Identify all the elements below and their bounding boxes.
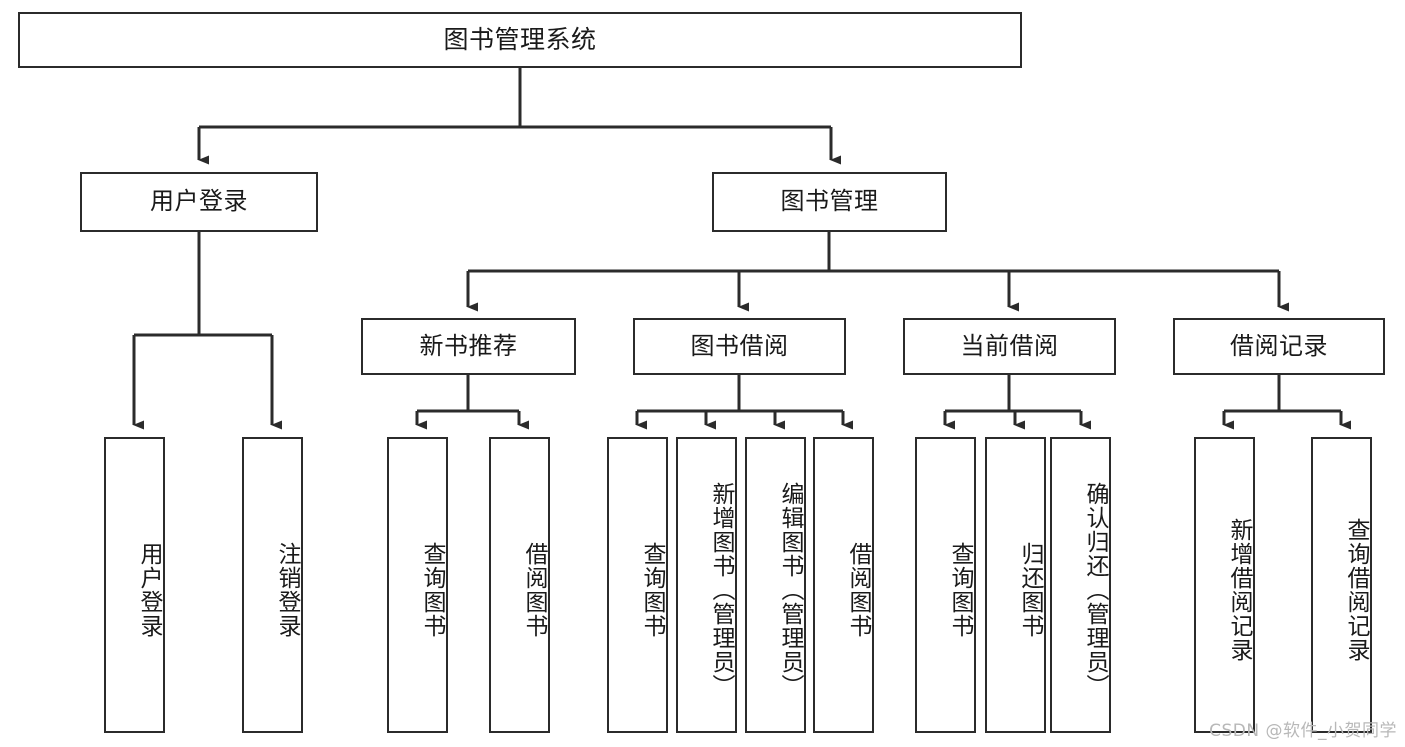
node-label: 归还图书	[1017, 542, 1043, 638]
node-label: 新增图书（管理员）	[708, 482, 734, 698]
node-label: 新增借阅记录	[1226, 518, 1252, 662]
leaf-query-book-3[interactable]: 查询图书	[915, 437, 976, 733]
node-new-book-rec[interactable]: 新书推荐	[361, 318, 576, 375]
node-label: 借阅图书	[521, 542, 547, 638]
node-label: 图书管理系统	[443, 24, 597, 54]
node-label: 借阅记录	[1230, 331, 1328, 360]
leaf-add-record[interactable]: 新增借阅记录	[1194, 437, 1255, 733]
node-book-borrow[interactable]: 图书借阅	[633, 318, 846, 375]
node-label: 新书推荐	[419, 331, 518, 360]
node-label: 确认归还（管理员）	[1082, 482, 1108, 698]
node-book-manage[interactable]: 图书管理	[712, 172, 947, 232]
leaf-confirm-return[interactable]: 确认归还（管理员）	[1050, 437, 1111, 733]
node-label: 借阅图书	[845, 542, 871, 638]
leaf-query-book-2[interactable]: 查询图书	[607, 437, 668, 733]
node-label: 查询图书	[639, 542, 665, 638]
node-current-borrow[interactable]: 当前借阅	[903, 318, 1116, 375]
csdn-watermark: CSDN @软件_小贺同学	[1209, 721, 1397, 741]
node-label: 编辑图书（管理员）	[777, 482, 803, 698]
node-borrow-record[interactable]: 借阅记录	[1173, 318, 1385, 375]
leaf-return-book[interactable]: 归还图书	[985, 437, 1046, 733]
node-root-system[interactable]: 图书管理系统	[18, 12, 1022, 68]
node-label: 图书借阅	[690, 331, 789, 360]
leaf-edit-book[interactable]: 编辑图书（管理员）	[745, 437, 806, 733]
leaf-borrow-book-2[interactable]: 借阅图书	[813, 437, 874, 733]
leaf-borrow-book-1[interactable]: 借阅图书	[489, 437, 550, 733]
leaf-query-book-1[interactable]: 查询图书	[387, 437, 448, 733]
node-label: 查询借阅记录	[1343, 518, 1369, 662]
node-label: 查询图书	[947, 542, 973, 638]
node-label: 查询图书	[419, 542, 445, 638]
node-label: 注销登录	[274, 542, 300, 638]
node-label: 用户登录	[136, 542, 162, 638]
node-user-login[interactable]: 用户登录	[80, 172, 318, 232]
leaf-query-record[interactable]: 查询借阅记录	[1311, 437, 1372, 733]
node-label: 当前借阅	[960, 331, 1059, 360]
leaf-user-login[interactable]: 用户登录	[104, 437, 165, 733]
leaf-logout-login[interactable]: 注销登录	[242, 437, 303, 733]
leaf-add-book[interactable]: 新增图书（管理员）	[676, 437, 737, 733]
node-label: 用户登录	[150, 187, 248, 216]
node-label: 图书管理	[780, 187, 879, 216]
